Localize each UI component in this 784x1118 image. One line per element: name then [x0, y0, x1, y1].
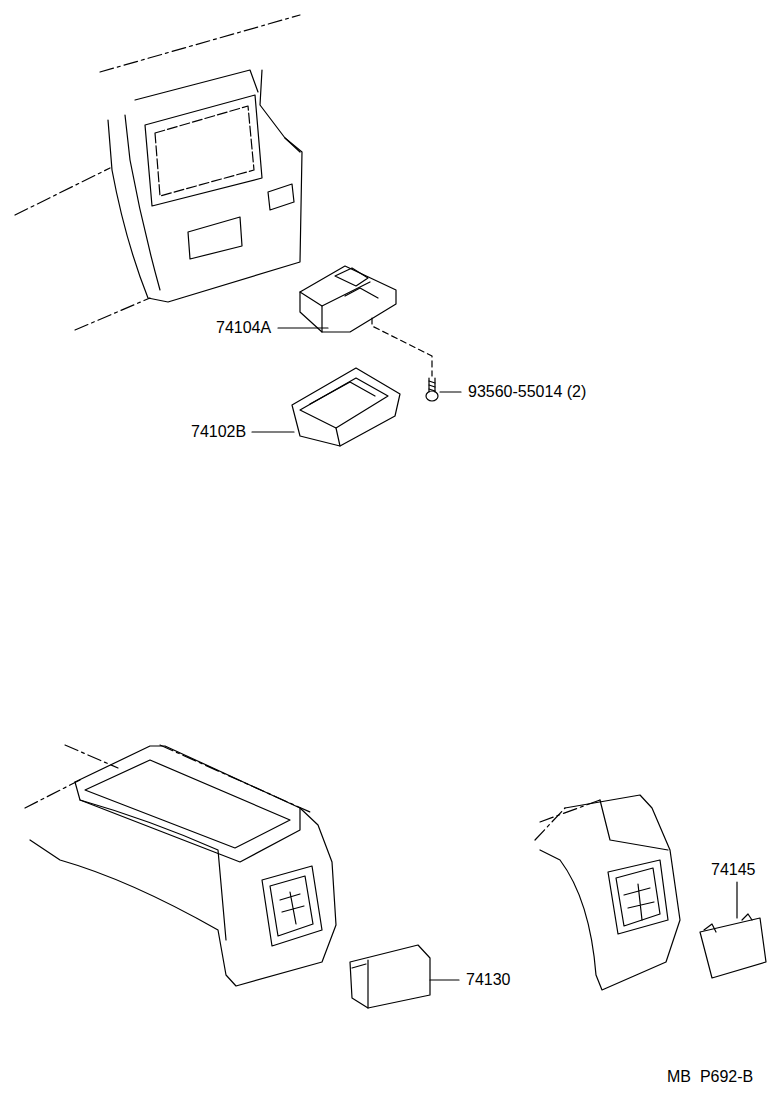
cover: [700, 914, 766, 978]
callout-number: 74145: [710, 861, 757, 879]
bracket: [300, 266, 396, 332]
ashtray-box: [292, 368, 400, 446]
screw: [426, 378, 438, 401]
page-code: MB P692-B: [666, 1068, 754, 1086]
console-rear-right: [535, 795, 680, 990]
assembly-line: [372, 318, 432, 376]
leader-lines: [252, 328, 737, 980]
callout-number: 74102B: [190, 423, 247, 441]
ashtray: [350, 945, 430, 1008]
console-top: [15, 15, 302, 330]
callout-number: 74130: [465, 971, 512, 989]
callout-number: 74104A: [215, 319, 272, 337]
callout-number: 93560-55014 (2): [467, 383, 587, 401]
console-rear-left: [25, 745, 336, 986]
